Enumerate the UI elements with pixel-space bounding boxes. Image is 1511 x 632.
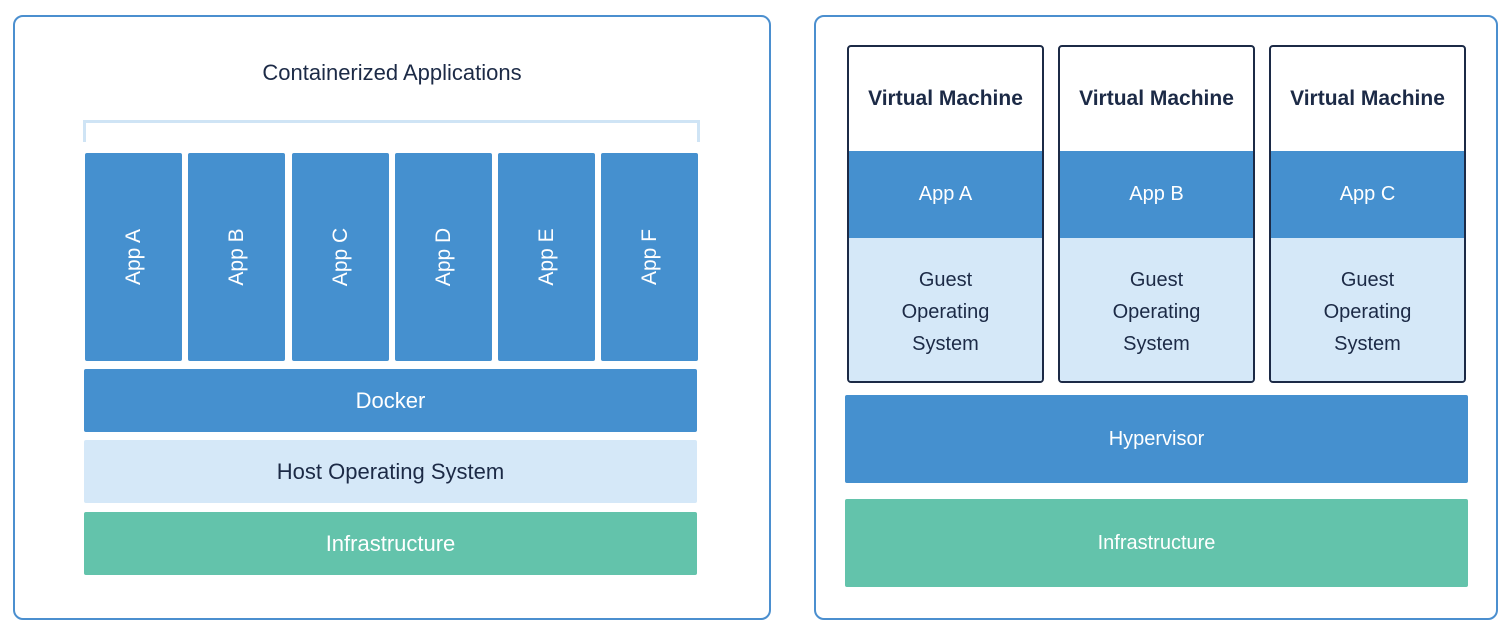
vm-app-layer: App B bbox=[1060, 151, 1253, 238]
app-a-column: App A bbox=[85, 153, 182, 361]
docker-layer: Docker bbox=[84, 369, 697, 432]
app-f-column: App F bbox=[601, 153, 698, 361]
infrastructure-layer-right: Infrastructure bbox=[845, 499, 1468, 587]
virtual-machine-1: Virtual Machine App A Guest Operating Sy… bbox=[847, 45, 1044, 383]
apps-bracket bbox=[83, 120, 700, 142]
guest-os-label: Guest Operating System bbox=[1112, 268, 1201, 355]
app-c-label: App C bbox=[328, 227, 352, 287]
vm-app-layer: App C bbox=[1271, 151, 1464, 238]
guest-os-layer: Guest Operating System bbox=[1271, 238, 1464, 381]
app-a-label: App A bbox=[121, 228, 145, 286]
infrastructure-layer-left: Infrastructure bbox=[84, 512, 697, 575]
app-b-column: App B bbox=[188, 153, 285, 361]
app-c-column: App C bbox=[292, 153, 389, 361]
app-d-column: App D bbox=[395, 153, 492, 361]
hypervisor-layer: Hypervisor bbox=[845, 395, 1468, 483]
vm-title: Virtual Machine bbox=[1079, 87, 1234, 110]
guest-os-layer: Guest Operating System bbox=[849, 238, 1042, 381]
app-d-label: App D bbox=[431, 227, 455, 287]
virtual-machine-2: Virtual Machine App B Guest Operating Sy… bbox=[1058, 45, 1255, 383]
vm-title: Virtual Machine bbox=[868, 87, 1023, 110]
guest-os-layer: Guest Operating System bbox=[1060, 238, 1253, 381]
virtual-machine-3: Virtual Machine App C Guest Operating Sy… bbox=[1269, 45, 1466, 383]
app-f-label: App F bbox=[637, 228, 661, 286]
app-e-label: App E bbox=[534, 228, 558, 286]
guest-os-label: Guest Operating System bbox=[1323, 268, 1412, 355]
containerized-title: Containerized Applications bbox=[262, 60, 522, 85]
vm-title: Virtual Machine bbox=[1290, 87, 1445, 110]
host-os-layer: Host Operating System bbox=[84, 440, 697, 503]
vm-app-layer: App A bbox=[849, 151, 1042, 238]
app-b-label: App B bbox=[224, 228, 248, 286]
guest-os-label: Guest Operating System bbox=[901, 268, 990, 355]
app-e-column: App E bbox=[498, 153, 595, 361]
